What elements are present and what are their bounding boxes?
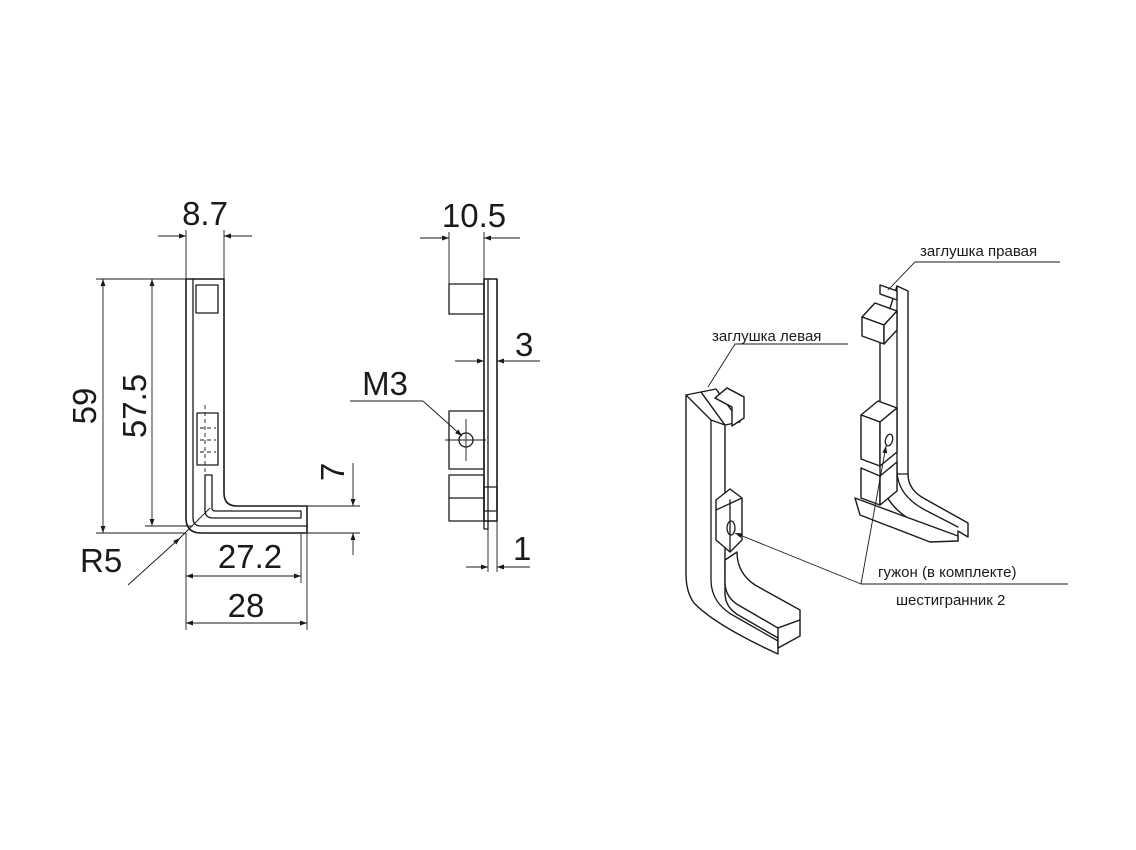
dim-foot-height: 7 <box>307 463 360 555</box>
dim-label-28: 28 <box>228 587 265 624</box>
left-cap <box>685 387 801 655</box>
dim-side-thread: M3 <box>350 365 463 437</box>
dim-label-8-7: 8.7 <box>182 195 228 232</box>
leader-lines <box>707 261 1068 585</box>
front-view: 8.7 59 57.5 R5 27.2 <box>66 195 360 630</box>
dim-label-7: 7 <box>314 463 351 481</box>
dim-label-1: 1 <box>513 530 531 567</box>
dim-width-inner: 27.2 <box>185 533 302 630</box>
dim-height-inner: 57.5 <box>116 279 193 527</box>
l-profile-outline <box>185 278 308 534</box>
dim-label-m3: M3 <box>362 365 408 402</box>
dim-width-total: 28 <box>186 533 308 630</box>
side-view: 10.5 3 M3 1 <box>350 197 540 572</box>
dim-side-plate: 3 <box>455 326 540 364</box>
dim-label-3: 3 <box>515 326 533 363</box>
dim-label-27-2: 27.2 <box>218 538 282 575</box>
dim-label-57-5: 57.5 <box>116 374 153 438</box>
dim-label-59: 59 <box>66 388 103 425</box>
label-left-cap: заглушка левая <box>712 328 821 345</box>
dim-side-width: 10.5 <box>420 197 520 284</box>
dim-width-top: 8.7 <box>158 195 252 279</box>
iso-view: заглушка правая заглушка левая гужон (в … <box>685 243 1068 655</box>
dim-label-10-5: 10.5 <box>442 197 506 234</box>
side-profile-outline <box>445 278 498 530</box>
label-nut: гужон (в комплекте) <box>878 564 1016 581</box>
dim-height-total: 59 <box>66 278 186 534</box>
dim-side-step: 1 <box>466 521 531 572</box>
dim-label-r5: R5 <box>80 542 122 579</box>
label-hex: шестигранник 2 <box>896 592 1005 609</box>
label-right-cap: заглушка правая <box>920 243 1037 260</box>
right-cap <box>854 284 969 543</box>
dim-radius: R5 <box>80 507 211 586</box>
